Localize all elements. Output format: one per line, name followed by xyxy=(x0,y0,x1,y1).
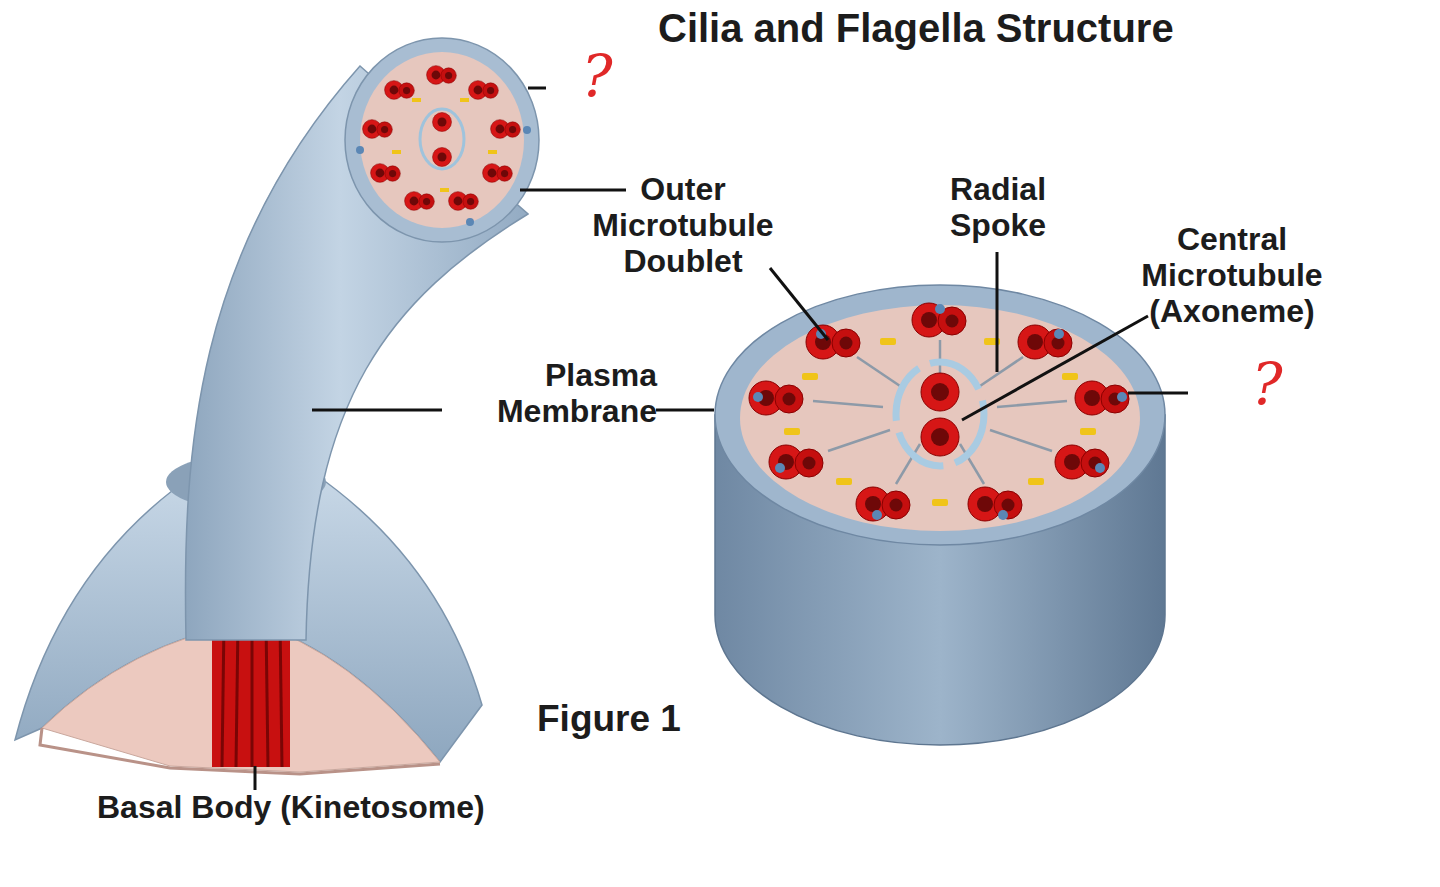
nexin-link xyxy=(1054,329,1064,339)
nexin-link xyxy=(356,146,364,154)
membrane-rim xyxy=(715,285,1165,545)
dynein-arms xyxy=(784,338,1096,506)
microtubule-doublet xyxy=(1018,325,1072,359)
matrix-face xyxy=(360,52,524,228)
part-label: Basal Body (Kinetosome) xyxy=(97,790,657,826)
central-microtubule xyxy=(921,418,959,456)
annotation-mark: ? xyxy=(1242,352,1292,417)
basal-body-stripe xyxy=(251,622,254,767)
basal-body xyxy=(212,622,290,767)
nexin-link xyxy=(753,392,763,402)
microtubule-doublet xyxy=(469,81,499,100)
basal-body-stripe xyxy=(236,622,238,767)
radial-spoke xyxy=(977,357,1023,388)
microtubule-doublet xyxy=(483,164,513,183)
leader-lines xyxy=(255,88,1188,790)
cut-section xyxy=(42,622,440,772)
dynein-arm xyxy=(460,98,469,102)
central-microtubule xyxy=(433,148,452,167)
nexin-link xyxy=(935,304,945,314)
diagram-title: Cilia and Flagella Structure xyxy=(658,6,1418,51)
nexin-link xyxy=(872,510,882,520)
nexin-link xyxy=(998,510,1008,520)
dynein-arm xyxy=(412,98,421,102)
dynein-arm xyxy=(932,499,948,506)
leader-line xyxy=(312,409,442,412)
basal-body-stripe xyxy=(266,622,268,767)
dynein-arm xyxy=(1028,478,1044,485)
microtubule-doublet xyxy=(856,487,910,521)
nexin-links xyxy=(753,304,1127,520)
basal-body-rods xyxy=(212,622,290,767)
axoneme-cross-section xyxy=(715,285,1165,745)
leader-line xyxy=(656,409,714,412)
nexin-link xyxy=(1095,463,1105,473)
nexin-link xyxy=(523,126,531,134)
microtubule-doublet xyxy=(769,445,823,479)
dynein-arm xyxy=(880,338,896,345)
radial-spoke xyxy=(828,430,890,451)
microtubule-doublet xyxy=(806,325,860,359)
radial-spoke xyxy=(997,401,1067,407)
part-label: Radial Spoke xyxy=(923,172,1073,244)
microtubule-doublet xyxy=(968,487,1022,521)
central-sheath xyxy=(420,109,464,169)
radial-spoke xyxy=(813,401,883,407)
radial-spoke xyxy=(990,430,1052,451)
dynein-arm xyxy=(1080,428,1096,435)
leader-line xyxy=(254,766,257,790)
microtubule-doublet xyxy=(363,120,393,139)
basal-body-stripe xyxy=(222,622,224,767)
microtubule-doublet xyxy=(749,381,803,415)
part-label: Outer Microtubule Doublet xyxy=(563,172,803,279)
dynein-arm xyxy=(1062,373,1078,380)
dynein-arm xyxy=(802,373,818,380)
dynein-arm xyxy=(392,150,401,154)
radial-spoke xyxy=(857,357,903,388)
microtubule-doublet xyxy=(385,81,415,100)
leader-line xyxy=(996,252,999,372)
leader-line xyxy=(770,268,828,340)
cilium-cross-section-small xyxy=(345,38,539,242)
central-microtubule xyxy=(433,113,452,132)
leader-line xyxy=(520,189,626,192)
basal-body-stripe xyxy=(280,622,282,767)
microtubule-doublet xyxy=(449,192,479,211)
central-microtubule xyxy=(921,373,959,411)
dynein-arm xyxy=(836,478,852,485)
microtubule-doublet xyxy=(1055,445,1109,479)
microtubule-doublet xyxy=(1075,381,1129,415)
matrix-face xyxy=(740,305,1140,531)
figure-caption: Figure 1 xyxy=(537,698,797,739)
dynein-arm xyxy=(488,150,497,154)
part-label: Plasma Membrane xyxy=(447,358,657,430)
annotation-mark: ? xyxy=(572,44,622,109)
radial-spokes xyxy=(813,340,1067,484)
leader-line xyxy=(528,87,546,90)
nexin-link xyxy=(775,463,785,473)
microtubule-doublet xyxy=(912,303,966,337)
nexin-link xyxy=(1117,392,1127,402)
leader-line xyxy=(962,316,1148,420)
microtubule-doublet xyxy=(371,164,401,183)
nexin-link xyxy=(466,218,474,226)
leader-line xyxy=(1128,392,1188,395)
microtubule-doublet xyxy=(491,120,521,139)
dynein-arm xyxy=(784,428,800,435)
microtubule-doublet xyxy=(427,66,457,85)
microtubule-doublet xyxy=(405,192,435,211)
membrane-rim xyxy=(345,38,539,242)
part-label: Central Microtubule (Axoneme) xyxy=(1112,222,1352,329)
dynein-arm xyxy=(440,188,449,192)
